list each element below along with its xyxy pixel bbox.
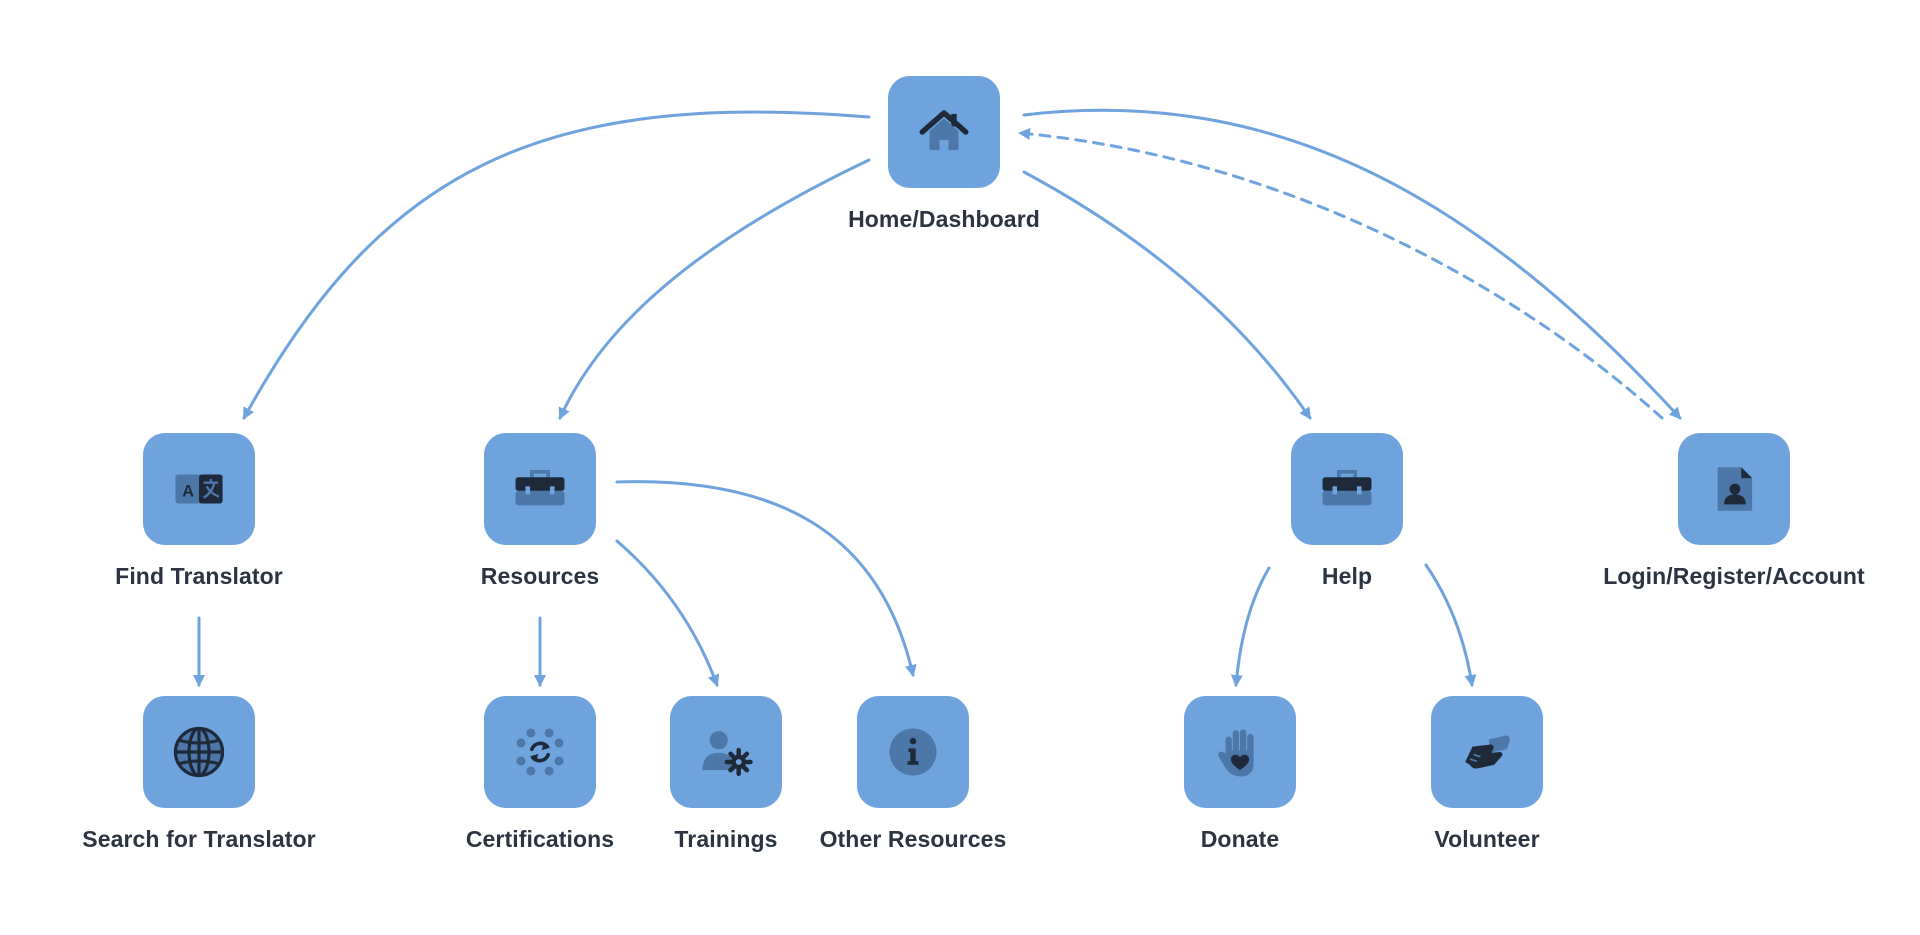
node-label: Home/Dashboard bbox=[848, 206, 1040, 232]
node-resources[interactable]: Resources bbox=[390, 433, 690, 633]
node-home-dashboard[interactable]: Home/Dashboard bbox=[794, 76, 1094, 276]
tile-volunteer[interactable] bbox=[1431, 696, 1543, 808]
node-help[interactable]: Help bbox=[1197, 433, 1497, 633]
user-gear-icon bbox=[702, 731, 753, 777]
edge-home-to-help bbox=[1022, 170, 1312, 420]
edge-help-to-donate bbox=[1230, 566, 1271, 687]
node-search-for-translator[interactable]: Search for Translator bbox=[49, 696, 349, 896]
tile-certifications[interactable] bbox=[484, 696, 596, 808]
toolbox-icon bbox=[1322, 469, 1372, 506]
node-label: Certifications bbox=[465, 826, 615, 852]
node-label: Resources bbox=[480, 563, 600, 589]
edge-home-to-find-translator bbox=[242, 110, 871, 420]
edge-home-to-account bbox=[1022, 108, 1682, 420]
node-label: Login/Register/Account bbox=[1603, 563, 1865, 589]
node-volunteer[interactable]: Volunteer bbox=[1337, 696, 1637, 896]
tile-find-translator[interactable]: A bbox=[143, 433, 255, 545]
certificate-icon bbox=[516, 728, 564, 776]
edge-resources-to-other-resources bbox=[615, 480, 917, 677]
house-icon bbox=[919, 110, 969, 151]
svg-text:A: A bbox=[182, 482, 194, 500]
tile-trainings[interactable] bbox=[670, 696, 782, 808]
toolbox-icon bbox=[515, 469, 565, 506]
hand-heart-icon bbox=[1218, 729, 1254, 777]
edge-home-to-resources bbox=[558, 158, 871, 420]
tile-donate[interactable] bbox=[1184, 696, 1296, 808]
edge-account-to-home bbox=[1018, 127, 1664, 420]
node-label: Other Resources bbox=[819, 826, 1007, 852]
tile-other-resources[interactable] bbox=[857, 696, 969, 808]
edge-resources-to-trainings bbox=[615, 539, 720, 687]
node-login-register-account[interactable]: Login/Register/Account bbox=[1584, 433, 1884, 633]
tile-login-register-account[interactable] bbox=[1678, 433, 1790, 545]
node-label: Search for Translator bbox=[82, 826, 316, 852]
globe-icon bbox=[173, 726, 225, 778]
node-find-translator[interactable]: A Find Translator bbox=[49, 433, 349, 633]
node-label: Find Translator bbox=[115, 563, 283, 589]
tile-resources[interactable] bbox=[484, 433, 596, 545]
translate-icon: A bbox=[175, 474, 223, 504]
node-certifications[interactable]: Certifications bbox=[390, 696, 690, 896]
edge-help-to-volunteer bbox=[1424, 563, 1477, 687]
tile-help[interactable] bbox=[1291, 433, 1403, 545]
handshake-icon bbox=[1465, 735, 1510, 769]
node-label: Trainings bbox=[674, 826, 778, 852]
node-label: Help bbox=[1321, 563, 1373, 589]
tile-search-for-translator[interactable] bbox=[143, 696, 255, 808]
tile-home-dashboard[interactable] bbox=[888, 76, 1000, 188]
contact-card-icon bbox=[1717, 467, 1753, 511]
node-trainings[interactable]: Trainings bbox=[576, 696, 876, 896]
node-other-resources[interactable]: Other Resources bbox=[763, 696, 1063, 896]
node-label: Volunteer bbox=[1434, 826, 1540, 852]
node-donate[interactable]: Donate bbox=[1090, 696, 1390, 896]
node-label: Donate bbox=[1200, 826, 1280, 852]
info-icon bbox=[889, 728, 937, 776]
